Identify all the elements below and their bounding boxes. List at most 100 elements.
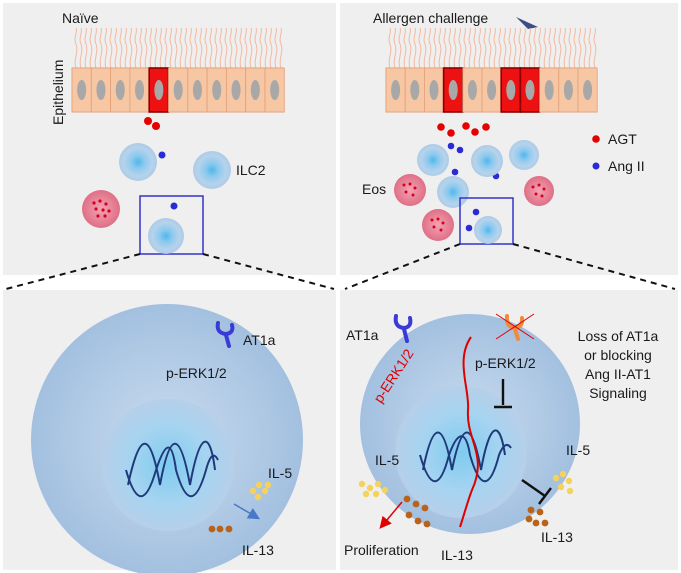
note-line-2: or blocking — [584, 347, 652, 363]
note-line-4: Signaling — [589, 385, 647, 401]
cilium — [179, 27, 183, 69]
at1a-receptor — [215, 321, 235, 348]
proliferation-arrow — [379, 501, 403, 529]
cilium — [109, 27, 113, 69]
blocked-receptor — [495, 313, 535, 341]
cilium — [254, 27, 258, 69]
cilia-naive — [74, 27, 283, 69]
note-line-1: Loss of AT1a — [578, 328, 659, 344]
ilc2-cell — [119, 143, 157, 181]
cilium — [468, 27, 472, 69]
cilium — [488, 27, 492, 69]
cilium — [418, 27, 422, 69]
cilium — [428, 27, 432, 69]
cilium — [189, 27, 193, 69]
il13-right-label: IL-13 — [541, 529, 573, 545]
cell-nucleus — [467, 80, 477, 100]
ilc2-cell — [148, 218, 184, 254]
cell-nucleus — [212, 80, 222, 100]
cilium — [563, 27, 567, 69]
cell-nucleus — [487, 80, 497, 100]
cell-nucleus — [506, 80, 516, 100]
eosinophil — [422, 209, 454, 241]
cilium — [573, 27, 577, 69]
cilium — [269, 27, 273, 69]
il5-dots — [249, 481, 272, 501]
cilium — [134, 27, 138, 69]
cilium — [553, 27, 557, 69]
cilium — [528, 27, 532, 69]
dna-helix — [127, 440, 216, 486]
epithelium-naive — [71, 67, 285, 113]
cilium — [124, 27, 128, 69]
ilc2-cell — [437, 176, 469, 208]
ilc2-cell — [509, 140, 539, 170]
cilium — [448, 27, 452, 69]
legend-ang2-label: Ang II — [608, 158, 645, 174]
ang2-dots-allergen — [447, 142, 500, 180]
cell-nucleus — [231, 80, 241, 100]
cell-nucleus — [115, 80, 125, 100]
cilium — [129, 27, 133, 69]
cilium — [518, 27, 522, 69]
cell-nucleus — [544, 80, 554, 100]
cilium — [593, 27, 597, 69]
ilc2-cell — [417, 144, 449, 176]
cilium — [523, 27, 527, 69]
ilc2-zoom-cell-naive — [31, 304, 303, 573]
cilium — [119, 27, 123, 69]
perk-label: p-ERK1/2 — [166, 365, 227, 381]
agt-dot — [152, 122, 160, 130]
panel-allergen — [340, 3, 678, 275]
cilium — [558, 27, 562, 69]
epithelium-allergen — [385, 67, 598, 113]
agt-dot — [144, 117, 152, 125]
cell-nucleus — [448, 80, 458, 100]
cilium — [538, 27, 542, 69]
cilium — [403, 27, 407, 69]
cilium — [583, 27, 587, 69]
cilium — [144, 27, 148, 69]
cilium — [199, 27, 203, 69]
block-cross — [495, 313, 535, 340]
dna-helix — [125, 446, 219, 498]
cilium — [244, 27, 248, 69]
ilc2-cell — [471, 145, 503, 177]
cilium — [423, 27, 427, 69]
ilc2-label: ILC2 — [236, 162, 266, 178]
receptor-label: AT1a — [243, 332, 276, 348]
il5-right-label: IL-5 — [566, 442, 590, 458]
il5-label: IL-5 — [268, 465, 292, 481]
legend-ang2-dot — [592, 162, 600, 170]
cilium — [164, 27, 168, 69]
cilium — [279, 27, 283, 69]
ang2-dot — [158, 151, 166, 159]
cilium — [274, 27, 278, 69]
ang2-dot — [170, 202, 178, 210]
epithelium-label: Epithelium — [50, 60, 66, 125]
cilium — [453, 27, 457, 69]
nucleus — [395, 386, 527, 518]
cilium — [458, 27, 462, 69]
naive-label: Naïve — [62, 10, 99, 26]
cilium — [259, 27, 263, 69]
zoom-box-naive — [139, 195, 204, 255]
cilia-allergen — [388, 27, 597, 69]
cilium — [443, 27, 447, 69]
il13-label: IL-13 — [242, 542, 274, 558]
note-line-3: Ang II-AT1 — [585, 366, 651, 382]
cilium — [94, 27, 98, 69]
cilium — [398, 27, 402, 69]
cell-nucleus — [192, 80, 202, 100]
legend-agt-dot — [592, 135, 600, 143]
cilium — [388, 27, 392, 69]
projection-lines — [5, 243, 676, 290]
cell-nucleus — [77, 80, 87, 100]
cell-nucleus — [525, 80, 535, 100]
agt-dots-allergen — [437, 122, 490, 137]
cilium — [568, 27, 572, 69]
inhibition-mark — [494, 379, 512, 409]
cilium — [89, 27, 93, 69]
dna-helix — [422, 429, 506, 471]
